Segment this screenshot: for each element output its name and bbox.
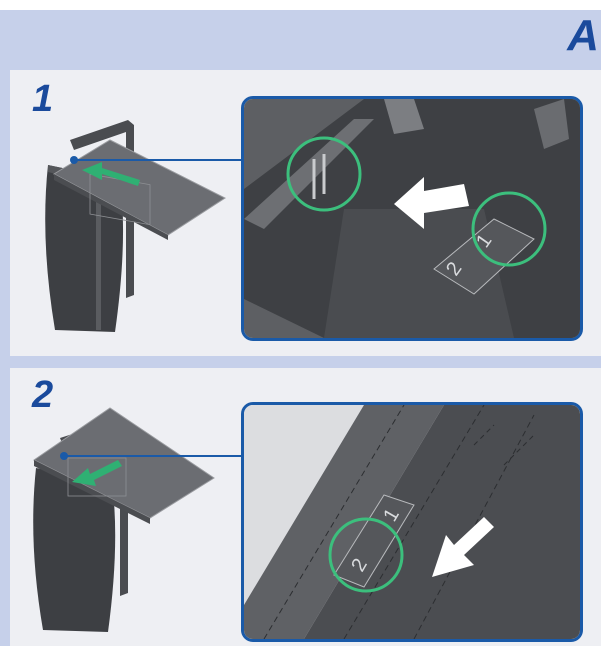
step-2-panel: 2 1 2 <box>10 368 601 646</box>
pointer-dot <box>60 452 68 460</box>
highlight-circle-slot <box>286 136 362 212</box>
green-arrow-icon <box>82 162 140 186</box>
paper-tray <box>33 407 215 519</box>
step-2-number: 2 <box>32 374 54 416</box>
white-arrow-icon <box>432 517 494 577</box>
highlight-circle-marker <box>471 191 547 267</box>
green-arrow-icon <box>72 460 122 486</box>
printer-body <box>45 165 124 332</box>
step-1-number: 1 <box>32 78 54 120</box>
section-letter: A <box>567 11 599 60</box>
printer-illustration-step-1 <box>45 120 242 332</box>
printer-illustration-step-2 <box>33 407 242 632</box>
white-arrow-icon <box>394 177 469 229</box>
highlight-circle-marker <box>328 517 404 593</box>
step-1-panel: 1 1 2 <box>10 70 601 356</box>
zoom-detail-step-2: 1 2 <box>241 402 583 642</box>
zoom-detail-step-1: 1 2 <box>241 96 583 341</box>
printer-body <box>33 468 116 632</box>
pointer-dot <box>70 156 78 164</box>
